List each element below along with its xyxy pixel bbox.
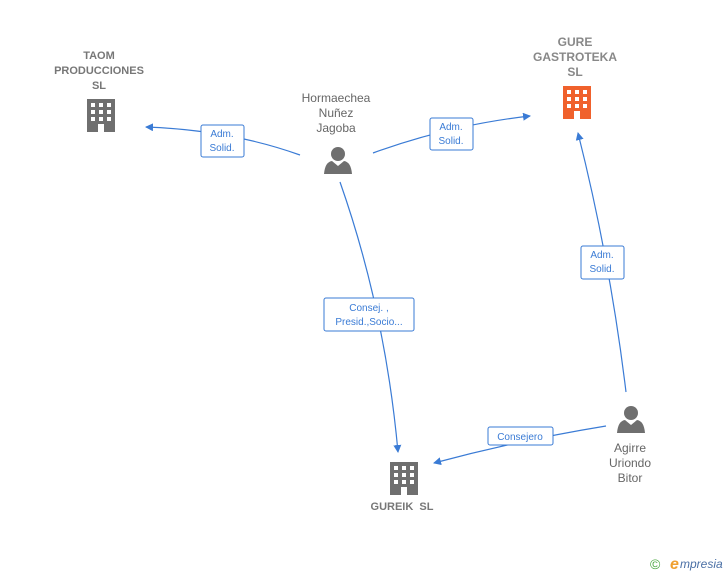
edge-label-line: Consejero xyxy=(497,432,543,443)
edge-label-line: Solid. xyxy=(589,264,614,275)
company-name-line: SL xyxy=(92,80,106,92)
node-gure-gastroteka[interactable]: GURE GASTROTEKA SL xyxy=(533,35,617,119)
edge-label-line: Adm. xyxy=(439,122,462,133)
node-taom-producciones[interactable]: TAOM PRODUCCIONES SL xyxy=(54,50,144,132)
brand-footer: © e mpresia xyxy=(650,556,723,573)
person-name-line: Uriondo xyxy=(609,456,651,470)
company-name-line: GUREIK SL xyxy=(371,501,434,513)
edge-hormaechea-gureik: Consej. , Presid.,Socio... xyxy=(323,181,415,453)
edge-label-line: Solid. xyxy=(438,136,463,147)
edge-label-line: Adm. xyxy=(590,250,613,261)
building-icon xyxy=(563,86,591,119)
node-gureik[interactable]: GUREIK SL xyxy=(371,462,434,513)
edge-hormaechea-taom: Adm. Solid. xyxy=(145,123,301,158)
person-name-line: Hormaechea xyxy=(302,91,371,105)
edge-label-line: Consej. , xyxy=(349,303,388,314)
edge-label-line: Adm. xyxy=(210,129,233,140)
edge-label-line: Presid.,Socio... xyxy=(335,317,402,328)
person-icon xyxy=(617,406,645,433)
company-name-line: SL xyxy=(567,65,582,79)
brand-name: mpresia xyxy=(680,557,723,571)
edge-label-line: Solid. xyxy=(209,143,234,154)
edge-label-box[interactable] xyxy=(580,245,625,280)
brand-initial: e xyxy=(670,556,679,573)
person-name-line: Nuñez xyxy=(319,106,354,120)
copyright-icon: © xyxy=(650,556,661,572)
edge-label-box[interactable] xyxy=(429,117,474,151)
company-name-line: TAOM xyxy=(83,50,115,62)
company-name-line: GASTROTEKA xyxy=(533,50,617,64)
person-name-line: Agirre xyxy=(614,441,646,455)
company-name-line: PRODUCCIONES xyxy=(54,65,144,77)
building-icon xyxy=(87,99,115,132)
node-agirre-uriondo-bitor[interactable]: Agirre Uriondo Bitor xyxy=(609,406,651,485)
edge-label-box[interactable] xyxy=(323,297,415,332)
edge-hormaechea-gure: Adm. Solid. xyxy=(372,112,531,154)
company-name-line: GURE xyxy=(558,35,593,49)
person-name-line: Bitor xyxy=(618,471,643,485)
edge-label-box[interactable] xyxy=(200,124,245,158)
edge-agirre-gureik: Consejero xyxy=(433,425,607,466)
person-icon xyxy=(324,147,352,174)
person-name-line: Jagoba xyxy=(316,121,356,135)
building-icon xyxy=(390,462,418,495)
edge-agirre-gure: Adm. Solid. xyxy=(575,132,627,393)
node-hormaechea-nunez-jagoba[interactable]: Hormaechea Nuñez Jagoba xyxy=(302,91,371,174)
edge-label-box[interactable] xyxy=(487,426,554,446)
